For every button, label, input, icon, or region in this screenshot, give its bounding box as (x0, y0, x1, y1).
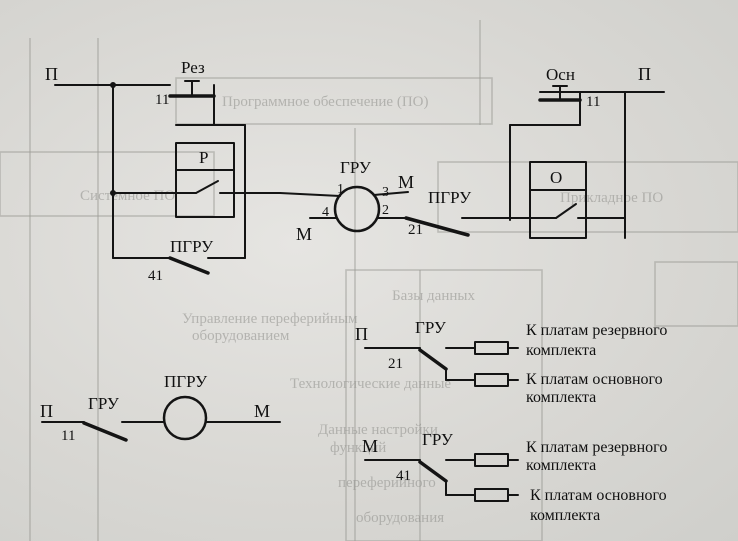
label-21-mid: 21 (408, 222, 423, 238)
label-out-reserve-1a: К платам резервного (526, 322, 667, 339)
switch-gru41 (364, 453, 519, 502)
fuse-main-1 (474, 373, 509, 387)
bleed-text-func: функций (330, 440, 386, 456)
relay-r-box (175, 142, 235, 218)
label-out-main-1a: К платам основного (526, 371, 663, 388)
sw2-blade (418, 348, 448, 371)
bleed-text-periph2: оборудованием (192, 328, 290, 344)
label-out-reserve-1b: комплекта (526, 342, 596, 359)
bleed-text-system: Системное ПО (80, 188, 175, 204)
label-pin2: 2 (382, 203, 389, 218)
label-gru-motor: ГРУ (340, 158, 372, 177)
reserve-circuit (54, 80, 281, 275)
relay-r-contact-blade (195, 180, 219, 194)
label-11-rez: 11 (155, 92, 169, 108)
bleed-box-right (654, 261, 738, 327)
fuse-reserve-1 (474, 341, 509, 355)
label-p-left: П (45, 64, 58, 84)
label-sw2-21: 21 (388, 356, 403, 372)
pgru21-blade (404, 216, 470, 237)
label-sw4-41: 41 (396, 468, 411, 484)
pgru-motor-circle (162, 395, 208, 441)
label-sw2-gru: ГРУ (415, 318, 447, 337)
label-sw3-m: М (254, 401, 270, 421)
label-sw3-11: 11 (61, 428, 75, 444)
gru-motor (279, 185, 511, 237)
label-out-main-2b: комплекта (530, 507, 600, 524)
wire-pin1 (279, 192, 341, 197)
label-p-right: П (638, 64, 651, 84)
label-sw3-gru: ГРУ (88, 394, 120, 413)
label-pin3: 3 (382, 185, 389, 200)
bleed-text-setup: Данные настройки (318, 422, 438, 438)
bleed-box-applied (437, 161, 738, 233)
relay-o-contact-blade (555, 203, 577, 219)
label-pin1: 1 (337, 182, 344, 197)
label-sw3-p: П (40, 401, 53, 421)
label-out-reserve-2b: комплекта (526, 457, 596, 474)
label-rez: Рез (181, 58, 205, 77)
bleed-text-periph: Управление переферийным (182, 311, 358, 327)
bleed-text-db: Базы данных (392, 288, 475, 304)
labels-layer: П Рез 11 Р ПГРУ 41 ГРУ 1 3 М 4 2 М ПГРУ … (40, 58, 667, 524)
label-pgru-21: ПГРУ (428, 188, 472, 207)
label-11-osn: 11 (586, 94, 600, 110)
switch-gru21 (364, 341, 519, 387)
label-m-top: М (398, 172, 414, 192)
wire-pin3 (373, 191, 409, 196)
bleed-text-software: Программное обеспечение (ПО) (222, 94, 429, 110)
main-circuit (509, 85, 665, 239)
fuse-main-2 (474, 488, 509, 502)
bleed-through-layer: Программное обеспечение (ПО) Системное П… (0, 20, 738, 541)
label-out-reserve-2a: К платам резервного (526, 439, 667, 456)
bleed-text-tech: Технологические данные (290, 376, 451, 392)
label-relay-o: О (550, 168, 562, 187)
bleed-box-db (345, 269, 543, 541)
label-out-main-1b: комплекта (526, 389, 596, 406)
bleed-text-periph3: переферийного (338, 475, 436, 491)
label-pgru-41: ПГРУ (170, 237, 214, 256)
gru-motor-circle (333, 185, 381, 233)
label-sw4-gru: ГРУ (422, 430, 454, 449)
relay-o-box (529, 161, 587, 239)
bleed-box-software (175, 77, 493, 125)
label-sw3-pgru: ПГРУ (164, 372, 208, 391)
label-out-main-2a: К платам основного (530, 487, 667, 504)
label-m-left: М (296, 224, 312, 244)
label-41-left: 41 (148, 268, 163, 284)
label-relay-r: Р (199, 148, 208, 167)
sw3-blade (82, 421, 128, 442)
pgru-motor-circuit (41, 395, 281, 442)
pgru41-blade (168, 256, 210, 275)
bleed-box-system (0, 151, 215, 217)
label-pin4: 4 (322, 205, 329, 220)
sw4-blade (418, 460, 448, 483)
fuse-reserve-2 (474, 453, 509, 467)
label-sw4-m: М (362, 436, 378, 456)
bleed-text-equip: оборудования (356, 510, 444, 526)
label-sw2-p: П (355, 324, 368, 344)
label-osn: Осн (546, 65, 575, 84)
